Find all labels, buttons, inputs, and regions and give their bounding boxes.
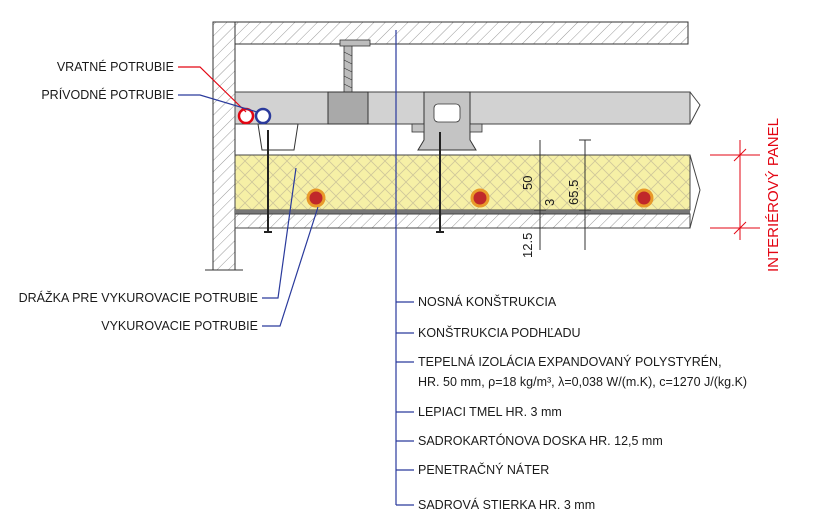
heating-pipe-2 [470, 188, 490, 208]
legend-item-primer: PENETRAČNÝ NÁTER [418, 462, 549, 477]
dimensions [534, 139, 591, 250]
rod-clamp [327, 91, 369, 125]
legend-leaders [396, 301, 414, 506]
interior-panel-marker [710, 140, 760, 240]
dim-12-5: 12.5 [520, 233, 535, 258]
legend-item-ceiling: KONŠTRUKCIA PODHĽADU [418, 325, 581, 340]
left-wall [212, 21, 236, 271]
label-groove: DRÁŽKA PRE VYKUROVACIE POTRUBIE [19, 290, 258, 305]
glue-layer [235, 210, 690, 214]
interior-panel-label: INTERIÉROVÝ PANEL [765, 118, 782, 272]
label-return-pipe: VRATNÉ POTRUBIE [57, 59, 174, 74]
legend-item-insulation: TEPELNÁ IZOLÁCIA EXPANDOVANÝ POLYSTYRÉN, [418, 354, 722, 369]
label-supply-pipe: PRÍVODNÉ POTRUBIE [41, 87, 174, 102]
insulation-board [234, 154, 691, 211]
left-leaders [178, 66, 319, 327]
drywall-board [234, 213, 691, 229]
legend-item-drywall: SADROKARTÓNOVA DOSKA HR. 12,5 mm [418, 433, 663, 448]
dim-65-5: 65.5 [566, 180, 581, 205]
legend-item-glue: LEPIACI TMEL HR. 3 mm [418, 405, 562, 419]
legend-item-insulation-spec: HR. 50 mm, ρ=18 kg/m³, λ=0,038 W/(m.K), … [418, 375, 747, 389]
dim-3: 3 [542, 199, 557, 206]
label-heating-pipe: VYKUROVACIE POTRUBIE [101, 319, 258, 333]
legend-item-structure: NOSNÁ KONŠTRUKCIA [418, 294, 557, 309]
top-slab [212, 21, 689, 45]
heating-pipe-1 [306, 188, 326, 208]
pipes [237, 107, 654, 208]
legend: NOSNÁ KONŠTRUKCIA KONŠTRUKCIA PODHĽADU T… [418, 294, 747, 512]
structure [205, 21, 701, 271]
supply-pipe [254, 107, 272, 125]
legend-item-plaster: SADROVÁ STIERKA HR. 3 mm [418, 497, 595, 512]
dim-50: 50 [520, 176, 535, 190]
heating-pipe-3 [634, 188, 654, 208]
return-pipe [237, 107, 255, 125]
